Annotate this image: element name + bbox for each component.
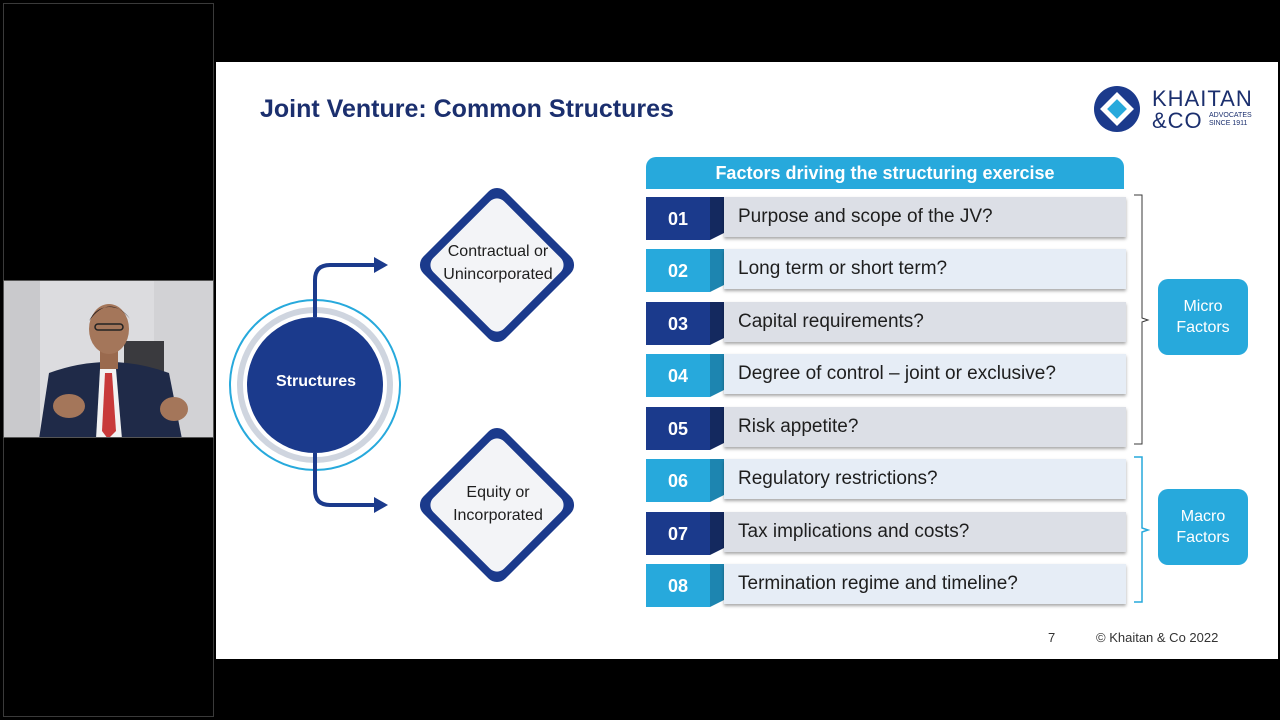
factor-number: 01 [646,197,710,240]
factor-number: 07 [646,512,710,555]
logo-line1: KHAITAN [1152,86,1253,111]
factor-row: 07 Tax implications and costs? [646,512,1126,555]
factor-number: 05 [646,407,710,450]
factor-number: 08 [646,564,710,607]
presentation-slide: Joint Venture: Common Structures KHAITAN… [216,62,1278,659]
factor-row: 08 Termination regime and timeline? [646,564,1126,607]
company-logo: KHAITAN &CO ADVOCATES SINCE 1911 [1092,82,1272,136]
factor-text: Termination regime and timeline? [724,564,1126,604]
contractual-label: Contractual or Unincorporated [443,243,553,283]
upper-arrow-icon [374,257,388,273]
factor-text: Long term or short term? [724,249,1126,289]
factor-row: 01 Purpose and scope of the JV? [646,197,1126,240]
slide-title: Joint Venture: Common Structures [260,95,674,123]
factor-number: 02 [646,249,710,292]
macro-factors-box: Macro Factors [1158,489,1248,565]
factor-text: Capital requirements? [724,302,1126,342]
factor-text: Purpose and scope of the JV? [724,197,1126,237]
lower-connector [313,453,376,507]
factor-number: 04 [646,354,710,397]
micro-brace [1134,194,1150,445]
copyright-text: © Khaitan & Co 2022 [1096,630,1219,645]
upper-diamond [419,167,575,343]
structures-diagram [229,167,575,583]
equity-label: Equity or Incorporated [453,484,543,524]
micro-factors-box: Micro Factors [1158,279,1248,355]
logo-tagline2: SINCE 1911 [1209,120,1248,127]
factor-row: 04 Degree of control – joint or exclusiv… [646,354,1126,397]
structures-label: Structures [275,373,357,390]
logo-icon [1094,86,1140,132]
factor-number: 06 [646,459,710,502]
factor-row: 06 Regulatory restrictions? [646,459,1126,502]
upper-connector [313,263,376,317]
factor-row: 05 Risk appetite? [646,407,1126,450]
factors-header: Factors driving the structuring exercise [646,157,1124,189]
logo-tagline1: ADVOCATES [1209,112,1252,119]
factor-number: 03 [646,302,710,345]
lower-diamond [419,427,575,583]
logo-line2: &CO [1152,108,1203,133]
presenter-video[interactable] [3,280,214,438]
presenter-image [4,281,213,437]
factor-text: Regulatory restrictions? [724,459,1126,499]
factor-text: Risk appetite? [724,407,1126,447]
structures-circle [247,317,383,453]
lower-arrow-icon [374,497,388,513]
factor-row: 02 Long term or short term? [646,249,1126,292]
factor-row: 03 Capital requirements? [646,302,1126,345]
factor-text: Tax implications and costs? [724,512,1126,552]
page-number: 7 [1048,630,1056,645]
factor-text: Degree of control – joint or exclusive? [724,354,1126,394]
macro-brace [1134,456,1151,603]
